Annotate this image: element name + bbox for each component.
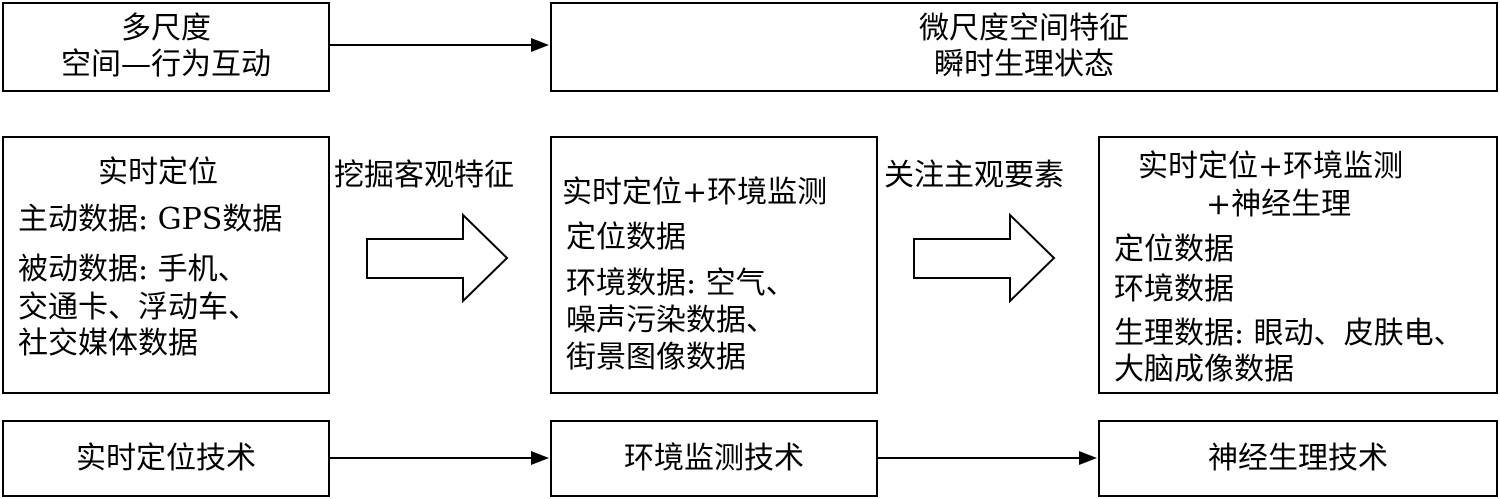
bottom-box-neuro-tech: 神经生理技术 — [1098, 420, 1498, 497]
middle-box1-line4: 社交媒体数据 — [18, 326, 198, 361]
bottom-box-location-tech: 实时定位技术 — [2, 420, 330, 497]
middle-box2-title: 实时定位+环境监测 — [562, 175, 828, 210]
middle-box-neuro-physiology: 实时定位+环境监测 +神经生理 定位数据 环境数据 生理数据: 眼动、皮肤电、 … — [1098, 136, 1498, 394]
bottom-connector2-arrowhead — [1079, 451, 1097, 465]
middle-box3-line4: 大脑成像数据 — [1114, 352, 1294, 387]
middle-box1-line2: 被动数据: 手机、 — [18, 252, 248, 287]
middle-box3-title-line2: +神经生理 — [1206, 187, 1352, 222]
middle-box2-line2: 环境数据: 空气、 — [566, 266, 796, 301]
bottom-box1-label: 实时定位技术 — [76, 440, 256, 476]
arrow1-label: 挖掘客观特征 — [334, 158, 514, 193]
top-left-line2: 空间—行为互动 — [61, 47, 271, 82]
top-connector-arrowhead — [531, 38, 549, 52]
top-left-box: 多尺度 空间—行为互动 — [2, 2, 330, 92]
middle-box2-line1: 定位数据 — [566, 220, 686, 255]
middle-box-realtime-location: 实时定位 主动数据: GPS数据 被动数据: 手机、 交通卡、浮动车、 社交媒体… — [2, 136, 330, 394]
middle-box3-title-line1: 实时定位+环境监测 — [1138, 149, 1404, 184]
top-right-box: 微尺度空间特征 瞬时生理状态 — [550, 2, 1498, 92]
middle-box3-line2: 环境数据 — [1114, 272, 1234, 307]
middle-box1-title: 实时定位 — [98, 155, 218, 190]
middle-box2-line3: 噪声污染数据、 — [566, 303, 776, 338]
middle-box-env-monitoring: 实时定位+环境监测 定位数据 环境数据: 空气、 噪声污染数据、 街景图像数据 — [550, 136, 878, 394]
top-right-line1: 微尺度空间特征 — [919, 11, 1129, 46]
bottom-box-env-tech: 环境监测技术 — [550, 420, 878, 497]
middle-box1-line1: 主动数据: GPS数据 — [18, 202, 283, 237]
middle-box1-line3: 交通卡、浮动车、 — [18, 290, 258, 325]
block-arrow-2 — [913, 212, 1056, 304]
arrow2-label: 关注主观要素 — [884, 158, 1064, 193]
bottom-box2-label: 环境监测技术 — [624, 440, 804, 476]
top-right-line2: 瞬时生理状态 — [934, 47, 1114, 82]
middle-box3-line1: 定位数据 — [1114, 232, 1234, 267]
top-left-line1: 多尺度 — [121, 11, 211, 46]
bottom-box3-label: 神经生理技术 — [1208, 440, 1388, 476]
middle-box3-line3: 生理数据: 眼动、皮肤电、 — [1114, 316, 1464, 351]
bottom-connector1-arrowhead — [531, 451, 549, 465]
block-arrow-1 — [366, 212, 509, 304]
middle-box2-line4: 街景图像数据 — [566, 340, 746, 375]
